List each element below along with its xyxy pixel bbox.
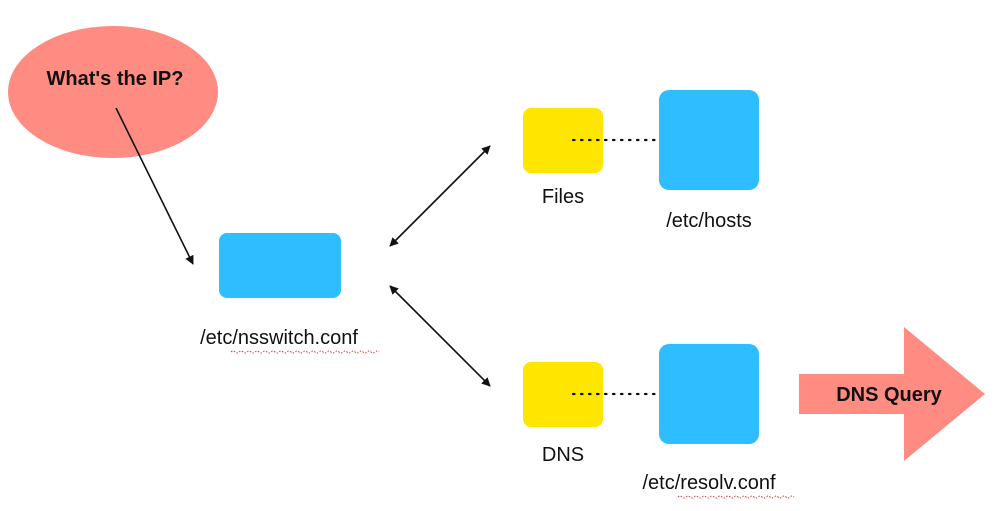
nsswitch-label: /etc/nsswitch.conf	[200, 327, 358, 349]
resolv-label: /etc/resolv.conf	[642, 472, 775, 494]
files-label: Files	[542, 186, 584, 208]
dns-double-arrow	[389, 285, 491, 387]
dns-query-label: DNS Query	[836, 384, 942, 406]
question-bubble	[8, 26, 218, 158]
nsswitch-box	[219, 233, 341, 298]
dns-box	[523, 362, 603, 427]
question-text: What's the IP?	[47, 68, 184, 90]
spellcheck-underline-resolv	[677, 495, 795, 499]
dns-query-arrow	[799, 327, 985, 461]
hosts-box	[659, 90, 759, 190]
hosts-label: /etc/hosts	[666, 210, 752, 232]
query-arrow	[115, 107, 194, 265]
resolv-box	[659, 344, 759, 444]
spellcheck-underline	[230, 350, 380, 354]
files-double-arrow	[389, 145, 491, 247]
files-box	[523, 108, 603, 173]
dns-label: DNS	[542, 444, 584, 466]
